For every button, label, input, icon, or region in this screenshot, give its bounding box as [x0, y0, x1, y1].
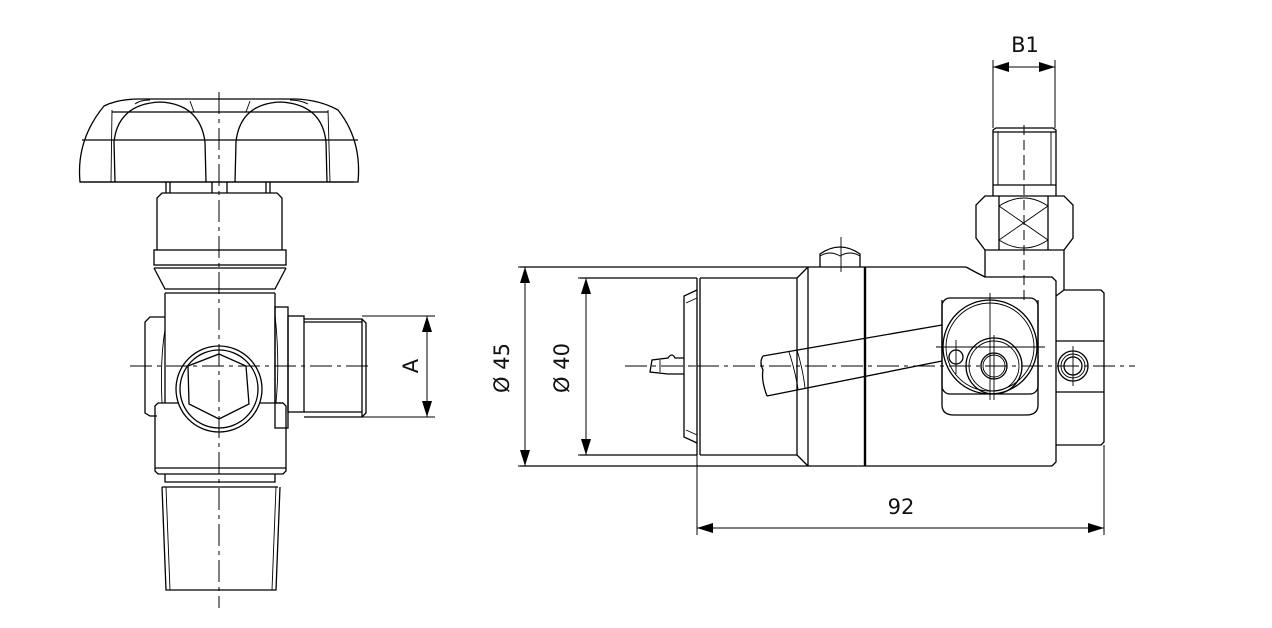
- dimension-diameter-40-label: Ø 40: [550, 343, 574, 393]
- dimension-b1: B1: [992, 33, 1056, 128]
- dimension-diameter-45-label: Ø 45: [490, 343, 514, 393]
- sleeve: [520, 266, 1052, 467]
- side-view: Ø 45 Ø 40 B1 92: [490, 33, 1135, 535]
- handwheel: [78, 98, 360, 183]
- dimension-a-label: A: [399, 358, 423, 373]
- valve-body: [144, 293, 289, 591]
- spindle: [153, 182, 287, 294]
- side-outlet: [287, 315, 367, 418]
- top-nut: [819, 237, 861, 272]
- lever-arm: [760, 324, 943, 397]
- dimension-diameter-45: Ø 45: [490, 266, 530, 467]
- body-block: [965, 250, 1065, 467]
- front-view: A: [78, 92, 435, 608]
- dimension-overall-length-label: 92: [888, 495, 915, 519]
- dimension-diameter-40: Ø 40: [550, 277, 591, 456]
- dimension-overall-length: 92: [696, 445, 1105, 535]
- dimension-a: A: [362, 315, 435, 418]
- dimension-b1-label: B1: [1011, 33, 1039, 57]
- handle-port: [936, 293, 1045, 416]
- side-port: [1055, 289, 1105, 446]
- top-outlet: [975, 125, 1074, 300]
